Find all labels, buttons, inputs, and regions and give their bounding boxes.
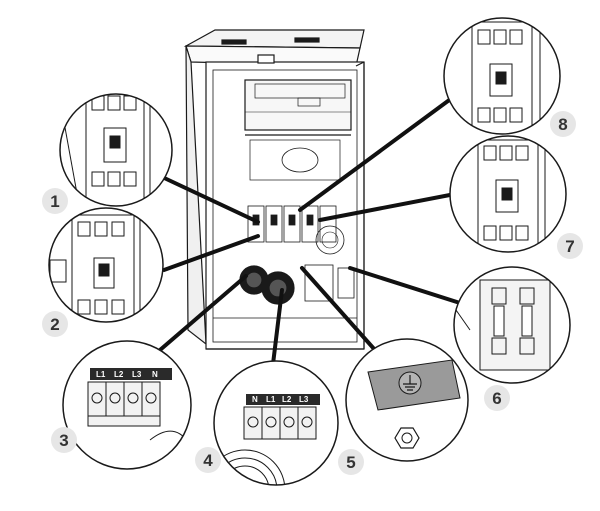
inset-8-breaker: [443, 17, 561, 135]
callout-7-label: 7: [565, 237, 574, 256]
terminal-label-l2: L2: [282, 395, 292, 404]
callout-4: 4: [195, 447, 221, 473]
callout-2-label: 2: [50, 315, 59, 334]
terminal-label-l1: L1: [266, 395, 276, 404]
terminal-label-l3: L3: [299, 395, 309, 404]
callout-6: 6: [484, 385, 510, 411]
callout-1: 1: [42, 188, 68, 214]
terminal-label-l3: L3: [132, 370, 142, 379]
inset-3-terminal-block: L1 L2 L3 N: [62, 340, 192, 470]
callout-6-label: 6: [492, 389, 501, 408]
terminal-label-n: N: [252, 395, 258, 404]
inset-2-breaker: [48, 207, 164, 323]
ground-symbol-icon: [398, 371, 422, 395]
callout-4-label: 4: [203, 451, 213, 470]
terminal-label-l2: L2: [114, 370, 124, 379]
terminal-label-n: N: [152, 370, 158, 379]
callout-5: 5: [338, 449, 364, 475]
fan-grill-icon: [239, 265, 295, 305]
inset-7-breaker: [449, 135, 567, 253]
callout-3-label: 3: [59, 431, 68, 450]
callout-5-label: 5: [346, 453, 355, 472]
callout-badges: 1 2 3 4 5 6 7 8: [42, 111, 583, 475]
inset-1-breaker: [59, 93, 173, 207]
callout-3: 3: [51, 427, 77, 453]
callout-2: 2: [42, 311, 68, 337]
fan-grill-icon: [214, 449, 286, 485]
hex-bolt-icon: [394, 427, 420, 449]
inset-6-fuse-holders: [453, 266, 571, 384]
inset-5-ground: [345, 338, 469, 462]
terminal-label-l1: L1: [96, 370, 106, 379]
cabinet: [183, 29, 365, 350]
callout-8: 8: [550, 111, 576, 137]
leader-lines: [158, 96, 462, 366]
inset-4-terminal-block: N L1 L2 L3: [213, 360, 339, 486]
callout-7: 7: [557, 233, 583, 259]
callout-1-label: 1: [50, 192, 59, 211]
callout-8-label: 8: [558, 115, 567, 134]
